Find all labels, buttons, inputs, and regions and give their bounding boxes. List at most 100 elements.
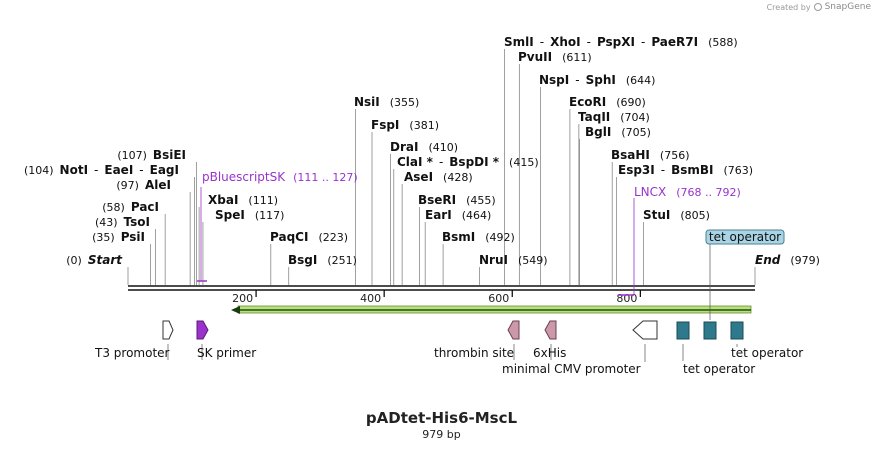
site-label-part: (381) (409, 119, 439, 132)
site-label-6[interactable]: (107) BsiEI (117, 148, 186, 162)
site-label-part: SpeI (215, 208, 245, 222)
feature-label-6xhis: 6xHis (533, 346, 566, 360)
site-label-part: (251) (327, 254, 357, 267)
site-label-7[interactable]: XbaI (111) (208, 193, 278, 207)
site-label-part: PsiI (121, 230, 145, 244)
site-label-19[interactable]: NruI(549) (479, 253, 548, 267)
site-label-part: - (139, 163, 143, 177)
site-label-part: (455) (466, 194, 496, 207)
site-label-part: XbaI (208, 193, 238, 207)
site-label-part: SmlI (504, 35, 534, 49)
tet-operator-box-1[interactable] (676, 321, 690, 340)
site-label-part: (410) (428, 141, 458, 154)
primer-lncx-label[interactable]: LNCX(768 .. 792) (634, 185, 741, 199)
site-label-part: PvuII (518, 50, 552, 64)
site-label-part: (415) (509, 156, 539, 169)
site-label-part: SphI (586, 73, 616, 87)
site-label-5[interactable]: (104)NotI-EaeI-EagI (24, 163, 179, 177)
credit-brand: SnapGene (824, 2, 871, 12)
site-label-4[interactable]: (97)AleI (116, 178, 171, 192)
site-label-18[interactable]: BsmI(492) (442, 230, 515, 244)
site-label-part: XhoI (550, 35, 581, 49)
site-label-part: Start (88, 253, 123, 267)
site-label-22[interactable]: NspI-SphI(644) (539, 73, 655, 87)
site-label-12[interactable]: FspI (381) (371, 118, 439, 132)
site-label-part: PaeR7I (651, 35, 698, 49)
site-label-8[interactable]: SpeI(117) (215, 208, 284, 222)
6xhis-arrow[interactable] (544, 320, 557, 340)
site-label-15[interactable]: AseI(428) (404, 170, 473, 184)
site-label-part: StuI (643, 208, 670, 222)
site-label-10[interactable]: BsgI(251) (288, 253, 357, 267)
site-label-part: (756) (660, 149, 690, 162)
site-label-28[interactable]: StuI (805) (643, 208, 710, 222)
site-label-part: (549) (518, 254, 548, 267)
map-title: pADtet-His6-MscL (365, 409, 518, 427)
site-label-part: DraI (390, 140, 418, 154)
primer-pbluescriptsk-label[interactable]: pBluescriptSK(111 .. 127) (202, 170, 358, 184)
feature-label-tet-operator-3: tet operator (731, 346, 803, 360)
site-label-9[interactable]: PaqCI(223) (270, 230, 348, 244)
site-label-part: Esp3I (618, 163, 655, 177)
site-label-14[interactable]: ClaI *-BspDI *(415) (397, 155, 539, 169)
site-label-25[interactable]: BglI(705) (585, 125, 651, 139)
site-label-part: EagI (150, 163, 179, 177)
site-label-part: (588) (708, 36, 738, 49)
site-label-part: - (587, 35, 591, 49)
sk-primer-arrow[interactable] (196, 320, 209, 340)
site-label-part: (111) (248, 194, 278, 207)
site-label-21[interactable]: PvuII(611) (518, 50, 592, 64)
map-length: 979 bp (422, 428, 461, 441)
site-label-part: FspI (371, 118, 399, 132)
site-label-part: PaqCI (270, 230, 308, 244)
site-label-24[interactable]: TaqII (704) (578, 110, 650, 124)
site-label-3[interactable]: (58)PacI (102, 200, 159, 214)
site-label-29[interactable]: End (979) (755, 253, 820, 267)
site-label-part: (704) (620, 111, 650, 124)
snapgene-logo-icon (813, 3, 822, 11)
site-label-26[interactable]: BsaHI(756) (611, 148, 690, 162)
minimal-cmv-promoter-arrow[interactable] (632, 320, 658, 340)
site-lines (127, 49, 756, 285)
site-label-part: NsiI (354, 95, 380, 109)
site-label-part: End (755, 253, 781, 267)
site-label-part: NotI (60, 163, 89, 177)
site-label-13[interactable]: DraI (410) (390, 140, 458, 154)
site-label-part: (355) (390, 96, 420, 109)
site-label-part: ClaI * (397, 155, 434, 169)
thrombin-site-arrow[interactable] (507, 320, 520, 340)
site-label-16[interactable]: BseRI(455) (418, 193, 496, 207)
t3-promoter-arrow[interactable] (162, 320, 174, 340)
site-label-part: (104) (24, 164, 54, 177)
site-label-part: (805) (680, 209, 710, 222)
site-label-part: TsoI (124, 215, 150, 229)
tet-operator-highlight-box[interactable] (705, 229, 785, 245)
site-label-part: (107) (117, 149, 147, 162)
site-label-27[interactable]: Esp3I-BsmBI(763) (618, 163, 753, 177)
tet-operator-box-3[interactable] (730, 321, 744, 340)
site-label-part: BsiEI (153, 148, 186, 162)
feature-label-tet-operator-1: tet operator (683, 362, 755, 376)
ruler-label: 200 (232, 292, 253, 305)
ruler-label: 600 (488, 292, 509, 305)
site-label-part: - (540, 35, 544, 49)
tet-operator-box-2[interactable] (703, 321, 717, 340)
site-label-part: EaeI (104, 163, 133, 177)
site-label-part: EcoRI (569, 95, 606, 109)
site-label-17[interactable]: EarI(464) (425, 208, 491, 222)
site-label-2[interactable]: (43)TsoI (95, 215, 150, 229)
site-label-part: TaqII (578, 110, 610, 124)
site-label-part: EarI (425, 208, 452, 222)
orf-arrow[interactable] (231, 305, 752, 314)
site-label-part: (979) (790, 254, 820, 267)
site-label-1[interactable]: (35)PsiI (92, 230, 145, 244)
site-label-part: AseI (404, 170, 433, 184)
ruler-label: 400 (360, 292, 381, 305)
site-label-0[interactable]: (0)Start (66, 253, 123, 267)
site-label-11[interactable]: NsiI (355) (354, 95, 419, 109)
site-label-20[interactable]: SmlI-XhoI-PspXI-PaeR7I(588) (504, 35, 738, 49)
site-label-part: NspI (539, 73, 569, 87)
site-label-part: (705) (621, 126, 651, 139)
site-label-23[interactable]: EcoRI(690) (569, 95, 646, 109)
